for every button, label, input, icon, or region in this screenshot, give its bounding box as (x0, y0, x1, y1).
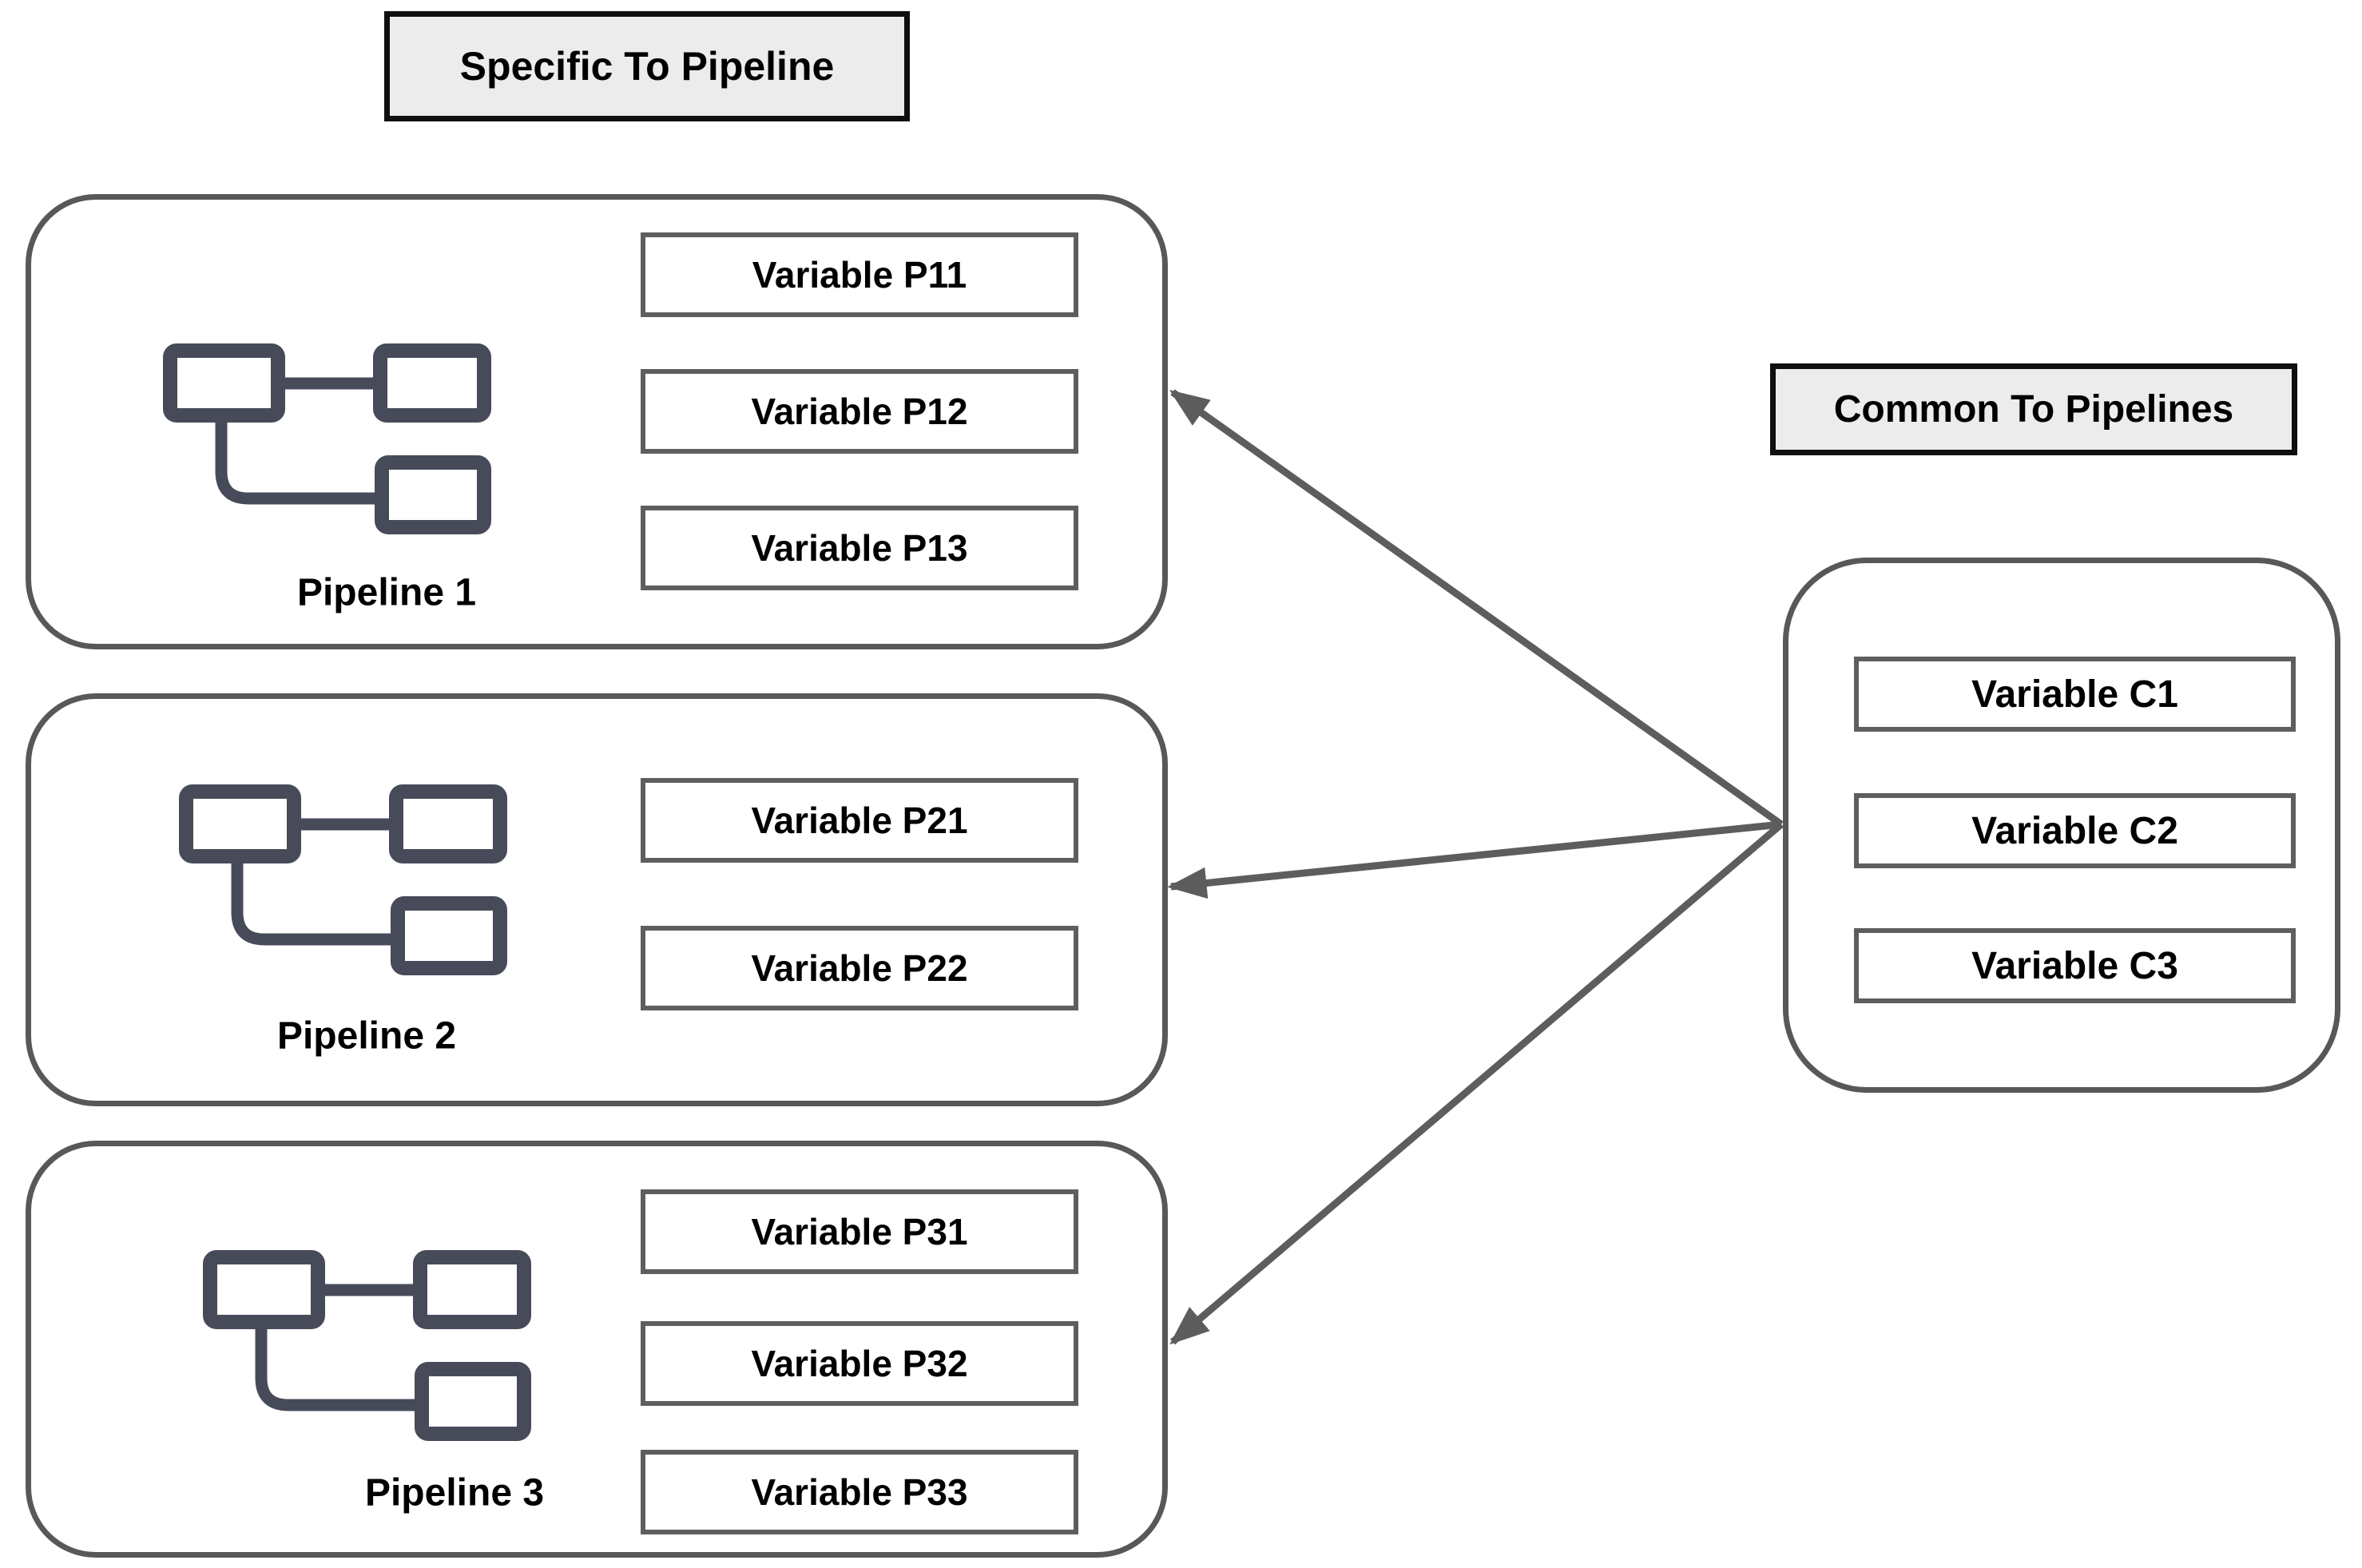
pipeline-2-label: Pipeline 2 (276, 1014, 457, 1058)
variable-label: Variable P21 (751, 800, 968, 841)
common-variables-card: Variable C1 Variable C2 Variable C3 (1783, 558, 2340, 1093)
variable-box-c2: Variable C2 (1854, 793, 2296, 868)
variable-box-p21: Variable P21 (641, 778, 1078, 863)
variable-box-p12: Variable P12 (641, 369, 1078, 454)
variable-box-c3: Variable C3 (1854, 928, 2296, 1003)
pipeline-2-card: Variable P21 Variable P22 Pipeline 2 (26, 693, 1168, 1106)
variable-box-p32: Variable P32 (641, 1321, 1078, 1406)
variable-label: Variable P22 (751, 947, 968, 989)
variable-label: Variable P11 (752, 254, 967, 296)
pipeline-1-label: Pipeline 1 (296, 571, 477, 614)
variable-label: Variable C2 (1971, 809, 2178, 852)
variable-label: Variable P31 (751, 1211, 968, 1252)
pipeline-3-label: Pipeline 3 (364, 1471, 545, 1514)
icon-strokes (179, 784, 507, 975)
variable-label: Variable P32 (751, 1343, 968, 1384)
pipeline-3-card: Variable P31 Variable P32 Variable P33 P… (26, 1141, 1168, 1558)
icon-strokes (203, 1250, 531, 1441)
variable-box-p22: Variable P22 (641, 926, 1078, 1010)
common-to-pipelines-title: Common To Pipelines (1770, 363, 2297, 455)
pipeline-flowchart-icon (163, 343, 491, 534)
arrow-common-to-pipeline-3 (1169, 821, 1784, 1345)
title-label: Common To Pipelines (1833, 388, 2234, 431)
specific-to-pipeline-title: Specific To Pipeline (384, 11, 910, 121)
arrow-common-to-pipeline-1 (1169, 389, 1784, 828)
variable-box-p33: Variable P33 (641, 1450, 1078, 1534)
variable-label: Variable C3 (1971, 944, 2178, 987)
variable-box-p11: Variable P11 (641, 232, 1078, 317)
variable-box-p31: Variable P31 (641, 1189, 1078, 1274)
pipeline-flowchart-icon (179, 784, 507, 975)
icon-strokes (163, 343, 491, 534)
variable-label: Variable P12 (751, 391, 968, 432)
pipeline-1-card: Variable P11 Variable P12 Variable P13 P… (26, 194, 1168, 649)
pipeline-flowchart-icon (203, 1250, 531, 1441)
variable-label: Variable P33 (751, 1471, 968, 1513)
variable-box-c1: Variable C1 (1854, 657, 2296, 732)
arrow-common-to-pipeline-2 (1167, 820, 1782, 899)
title-label: Specific To Pipeline (459, 44, 835, 89)
variable-box-p13: Variable P13 (641, 506, 1078, 590)
variable-label: Variable P13 (751, 527, 968, 569)
variable-label: Variable C1 (1971, 673, 2178, 716)
